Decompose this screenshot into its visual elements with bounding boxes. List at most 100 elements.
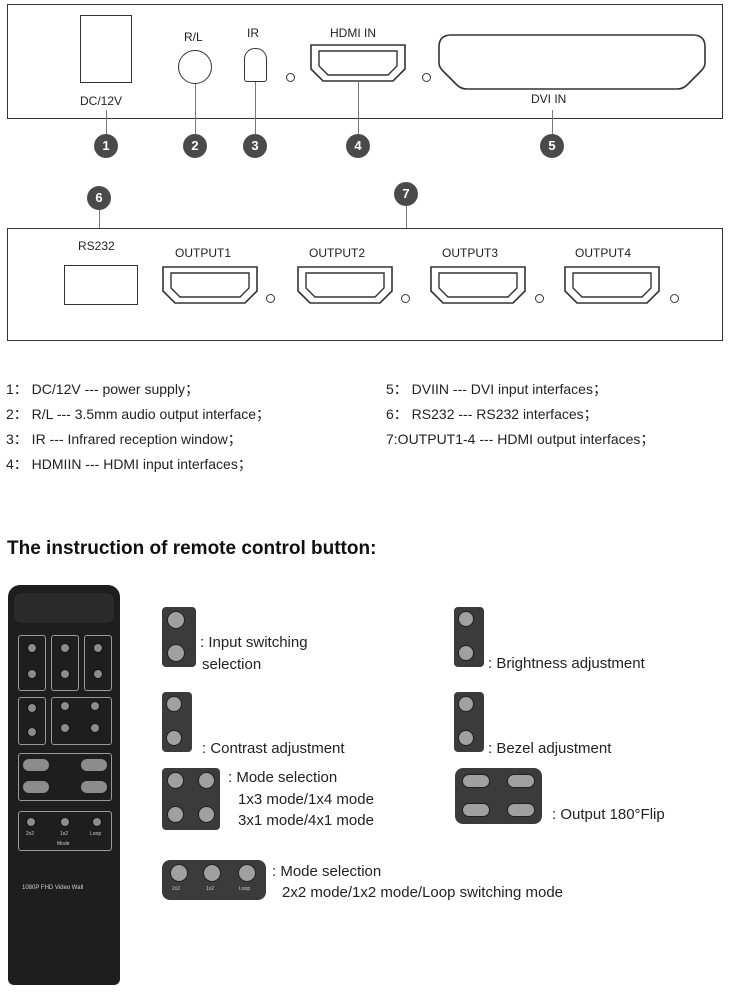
input-switch-button[interactable]	[167, 644, 185, 662]
led-indicator	[670, 294, 679, 303]
remote-button[interactable]	[92, 817, 102, 827]
hdmi-out-port-icon	[430, 266, 526, 304]
output3-label: OUTPUT3	[442, 246, 499, 260]
mode-4x1-button[interactable]	[198, 806, 215, 823]
hdmi-in-port-icon	[310, 44, 406, 82]
remote-button[interactable]	[60, 669, 70, 679]
contrast-minus-button[interactable]	[166, 730, 182, 746]
remote-btn-label: 1x2	[60, 831, 69, 837]
remote-button[interactable]	[27, 643, 37, 653]
bezel-desc: : Bezel adjustment	[488, 740, 612, 757]
remote-model-label: 1080P FHD Video Wall	[22, 885, 84, 891]
flip-output3-button[interactable]	[462, 803, 490, 817]
led-indicator	[266, 294, 275, 303]
flip-output1-button[interactable]	[462, 774, 490, 788]
ir-label: IR	[247, 26, 259, 40]
input-switch-button[interactable]	[167, 611, 185, 629]
remote-button[interactable]	[60, 643, 70, 653]
mode-loop-button[interactable]	[238, 864, 256, 882]
ir-window-icon	[244, 48, 267, 82]
remote-bezel-panel	[18, 697, 46, 745]
mode-row-desc: : Mode selection	[272, 863, 382, 880]
contrast-plus-button[interactable]	[166, 696, 182, 712]
remote-button[interactable]	[93, 643, 103, 653]
remote-flip-panel	[18, 753, 112, 801]
contrast-desc: : Contrast adjustment	[202, 740, 345, 757]
bottom-panel	[7, 228, 723, 341]
callout-line	[406, 206, 407, 236]
remote-flip-button[interactable]	[23, 781, 49, 793]
remote-button[interactable]	[90, 723, 100, 733]
remote-ir-window	[14, 593, 114, 623]
mode-grid-desc: 3x1 mode/4x1 mode	[238, 812, 374, 829]
callout-line	[195, 84, 196, 134]
mode-grid-desc: 1x3 mode/1x4 mode	[238, 791, 374, 808]
brightness-desc: : Brightness adjustment	[488, 655, 645, 672]
callout-6: 6	[87, 186, 111, 210]
brightness-minus-button[interactable]	[458, 645, 474, 661]
remote-button[interactable]	[60, 701, 70, 711]
top-panel	[7, 4, 723, 119]
remote-mode-row-panel	[18, 811, 112, 851]
mode-row-btn-label: 1x2	[206, 886, 215, 892]
remote-flip-button[interactable]	[81, 781, 107, 793]
rs232-label: RS232	[78, 239, 115, 253]
output4-label: OUTPUT4	[575, 246, 632, 260]
dvi-in-label: DVI IN	[531, 92, 567, 106]
remote-flip-button[interactable]	[81, 759, 107, 771]
legend-item: 4： HDMIIN --- HDMI input interfaces；	[6, 456, 252, 472]
callout-1: 1	[94, 134, 118, 158]
callout-line	[106, 110, 107, 134]
callout-7: 7	[394, 182, 418, 206]
remote-flip-button[interactable]	[23, 759, 49, 771]
output2-label: OUTPUT2	[309, 246, 366, 260]
legend-item: 3： IR --- Infrared reception window；	[6, 431, 242, 447]
remote-button[interactable]	[27, 727, 37, 737]
brightness-plus-button[interactable]	[458, 611, 474, 627]
led-indicator	[401, 294, 410, 303]
output1-label: OUTPUT1	[175, 246, 232, 260]
legend-item: 7:OUTPUT1-4 --- HDMI output interfaces；	[386, 431, 655, 447]
callout-2: 2	[183, 134, 207, 158]
legend-item: 2： R/L --- 3.5mm audio output interface；	[6, 406, 271, 422]
remote-brightness-panel	[51, 635, 79, 691]
mode-1x4-button[interactable]	[198, 772, 215, 789]
remote-mode-grid-panel	[51, 697, 112, 745]
mode-grid-desc: : Mode selection	[228, 769, 338, 786]
legend-item: 5： DVIIN --- DVI input interfaces；	[386, 381, 607, 397]
flip-output4-button[interactable]	[507, 803, 535, 817]
bezel-minus-button[interactable]	[458, 730, 474, 746]
legend-item: 1： DC/12V --- power supply；	[6, 381, 199, 397]
mode-1x3-button[interactable]	[167, 772, 184, 789]
mode-row-btn-label: Loop	[239, 886, 251, 892]
remote-button[interactable]	[90, 701, 100, 711]
mode-row-btn-label: 2x2	[172, 886, 181, 892]
hdmi-out-port-icon	[564, 266, 660, 304]
mode-2x2-button[interactable]	[170, 864, 188, 882]
mode-1x2-button[interactable]	[203, 864, 221, 882]
remote-input-panel	[18, 635, 46, 691]
dc-label: DC/12V	[80, 94, 123, 108]
hdmi-out-port-icon	[162, 266, 258, 304]
bezel-plus-button[interactable]	[458, 696, 474, 712]
input-switch-desc: selection	[202, 656, 262, 673]
remote-control: 2x2 1x2 Loop Mode 1080P FHD Video Wall	[8, 585, 120, 985]
hdmi-out-port-icon	[297, 266, 393, 304]
remote-btn-label: Loop	[90, 831, 102, 837]
remote-button[interactable]	[60, 723, 70, 733]
remote-button[interactable]	[60, 817, 70, 827]
remote-button[interactable]	[27, 669, 37, 679]
rs232-port	[64, 265, 138, 305]
dvi-in-port-icon	[438, 34, 706, 90]
legend-item: 6： RS232 --- RS232 interfaces；	[386, 406, 598, 422]
remote-button[interactable]	[26, 817, 36, 827]
remote-button[interactable]	[93, 669, 103, 679]
remote-button[interactable]	[27, 703, 37, 713]
callout-line	[255, 82, 256, 134]
mode-row-desc: 2x2 mode/1x2 mode/Loop switching mode	[282, 884, 564, 901]
mode-3x1-button[interactable]	[167, 806, 184, 823]
flip-output2-button[interactable]	[507, 774, 535, 788]
rl-label: R/L	[184, 30, 203, 44]
remote-mode-label: Mode	[57, 841, 70, 847]
input-switch-desc: : Input switching	[200, 634, 308, 651]
